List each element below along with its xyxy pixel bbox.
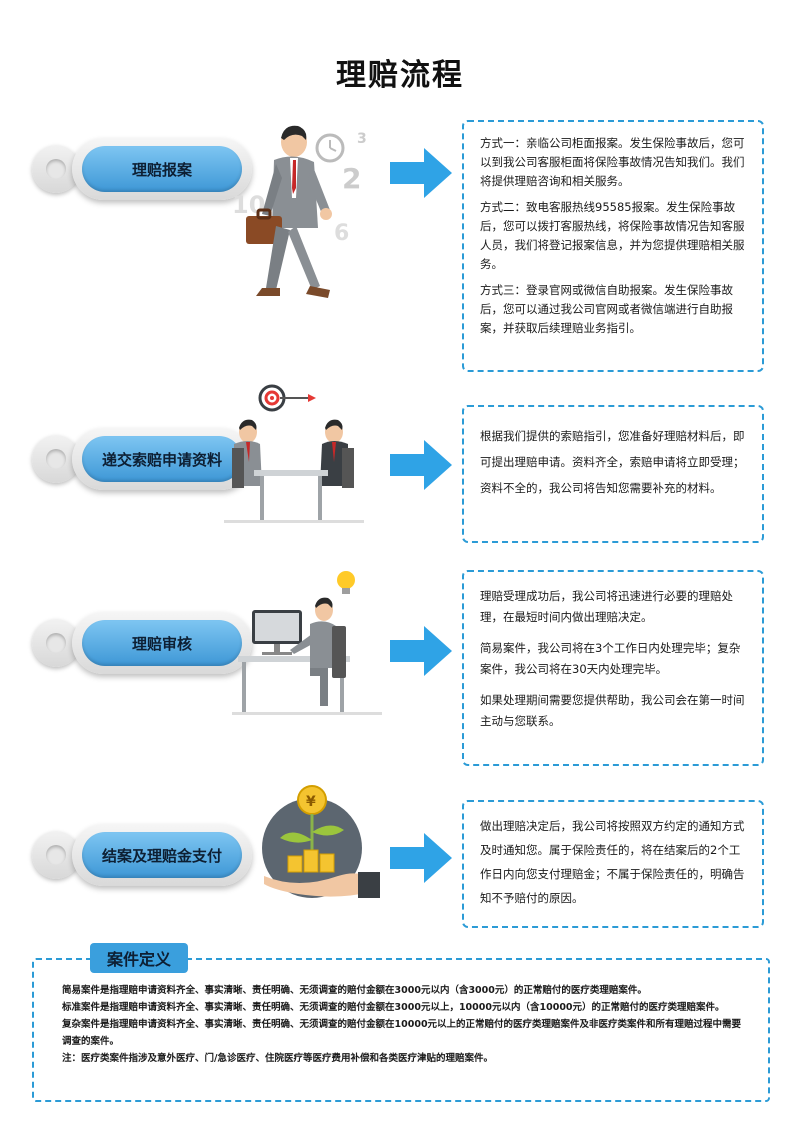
- case-line: 标准案件是指理赔申请资料齐全、事实清晰、责任明确、无须调查的赔付金额在3000元…: [62, 999, 750, 1016]
- case-definitions-tab: 案件定义: [90, 943, 188, 973]
- walking-businessman-icon: 2 9 10 6 3: [222, 118, 392, 318]
- svg-text:10: 10: [232, 191, 265, 219]
- step-3-title: 理赔审核: [82, 620, 242, 666]
- step-2-description: 根据我们提供的索赔指引，您准备好理赔材料后，即可提出理赔申请。资料齐全，索赔申请…: [462, 405, 764, 543]
- step-4-paragraph: 做出理赔决定后，我公司将按照双方约定的通知方式及时通知您。属于保险责任的，将在结…: [480, 814, 748, 910]
- arrow-right-icon: [390, 626, 452, 676]
- case-line: 注：医疗类案件指涉及意外医疗、门/急诊医疗、住院医疗等医疗费用补偿和各类医疗津贴…: [62, 1050, 750, 1067]
- svg-text:6: 6: [334, 221, 349, 246]
- step-3-label: 理赔审核: [32, 612, 252, 674]
- desk-worker-icon: [232, 568, 382, 718]
- step-2-label: 递交索赔申请资料: [32, 428, 252, 490]
- step-1-paragraph: 方式一：亲临公司柜面报案。发生保险事故后，您可以到我公司客服柜面将保险事故情况告…: [480, 134, 748, 191]
- step-3-description: 理赔受理成功后，我公司将迅速进行必要的理赔处理，在最短时间内做出理赔决定。 简易…: [462, 570, 764, 766]
- step-1-description: 方式一：亲临公司柜面报案。发生保险事故后，您可以到我公司客服柜面将保险事故情况告…: [462, 120, 764, 372]
- step-2-paragraph: 根据我们提供的索赔指引，您准备好理赔材料后，即可提出理赔申请。资料齐全，索赔申请…: [480, 423, 748, 501]
- step-4-label: 结案及理赔金支付: [32, 824, 252, 886]
- step-3-paragraph: 理赔受理成功后，我公司将迅速进行必要的理赔处理，在最短时间内做出理赔决定。: [480, 586, 748, 628]
- step-3-paragraph: 简易案件，我公司将在3个工作日内处理完毕；复杂案件，我公司将在30天内处理完毕。: [480, 638, 748, 680]
- case-line: 复杂案件是指理赔申请资料齐全、事实清晰、责任明确、无须调查的赔付金额在10000…: [62, 1016, 750, 1050]
- svg-text:3: 3: [357, 131, 367, 147]
- meeting-table-icon: [224, 382, 374, 527]
- svg-text:¥: ¥: [306, 794, 316, 810]
- case-line: 简易案件是指理赔申请资料齐全、事实清晰、责任明确、无须调查的赔付金额在3000元…: [62, 982, 750, 999]
- svg-text:2: 2: [342, 162, 361, 195]
- arrow-right-icon: [390, 148, 452, 198]
- step-4-description: 做出理赔决定后，我公司将按照双方约定的通知方式及时通知您。属于保险责任的，将在结…: [462, 800, 764, 928]
- page-title: 理赔流程: [0, 50, 800, 94]
- step-1-paragraph: 方式三：登录官网或微信自助报案。发生保险事故后，您可以通过我公司官网或者微信端进…: [480, 281, 748, 338]
- arrow-right-icon: [390, 833, 452, 883]
- money-hand-icon: ¥: [258, 780, 382, 910]
- step-2-title: 递交索赔申请资料: [82, 436, 242, 482]
- step-3-paragraph: 如果处理期间需要您提供帮助，我公司会在第一时间主动与您联系。: [480, 690, 748, 732]
- step-1-paragraph: 方式二：致电客服热线95585报案。发生保险事故后，您可以拨打客服热线，将保险事…: [480, 198, 748, 274]
- step-1-label: 理赔报案: [32, 138, 252, 200]
- arrow-right-icon: [390, 440, 452, 490]
- case-definitions: 简易案件是指理赔申请资料齐全、事实清晰、责任明确、无须调查的赔付金额在3000元…: [32, 958, 770, 1102]
- step-1-title: 理赔报案: [82, 146, 242, 192]
- step-4-title: 结案及理赔金支付: [82, 832, 242, 878]
